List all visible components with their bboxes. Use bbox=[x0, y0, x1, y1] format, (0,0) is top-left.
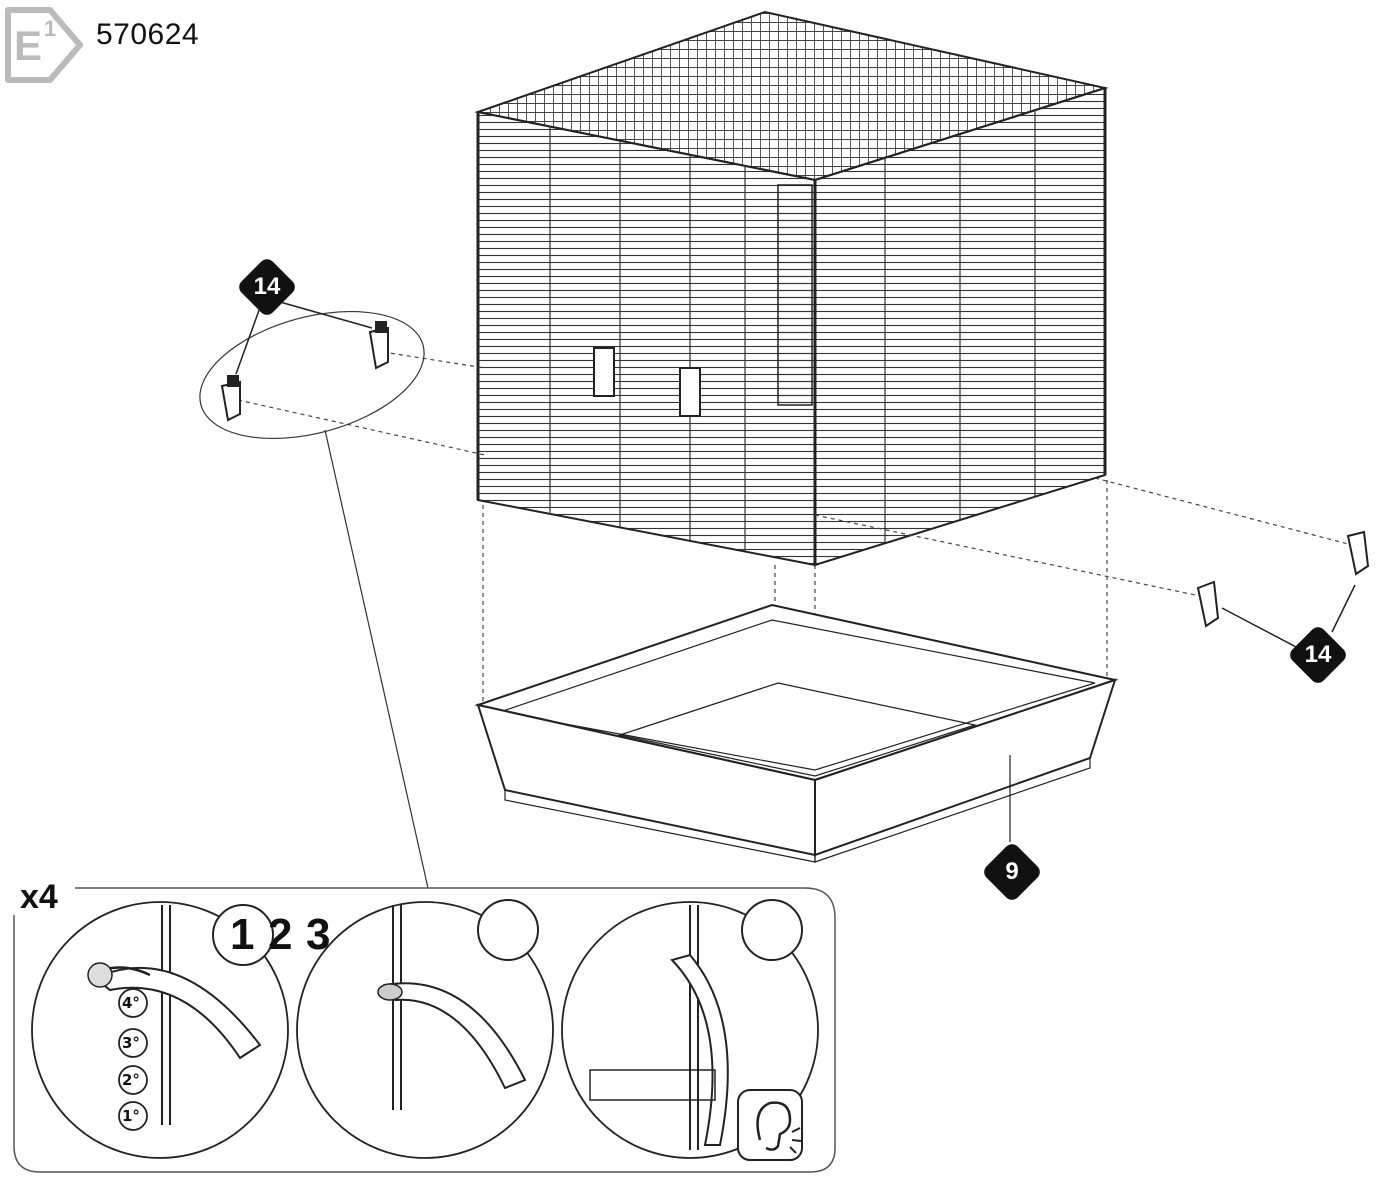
side-clip bbox=[220, 375, 241, 422]
step-number-3: 3 bbox=[306, 910, 331, 959]
clip-group-outline bbox=[199, 310, 425, 440]
badge-letter: E bbox=[14, 22, 42, 69]
cage-right-wall bbox=[814, 86, 1106, 567]
cage-door-latch bbox=[679, 367, 701, 417]
callout-diamond-14-left bbox=[239, 259, 295, 315]
step-number-1: 1 bbox=[230, 910, 255, 959]
detail-panel-frame bbox=[13, 887, 836, 1173]
step-marker-2 bbox=[477, 899, 539, 961]
position-label-2: 2° bbox=[122, 1071, 140, 1089]
edition-badge: E 1 bbox=[5, 7, 83, 83]
badge-superscript: 1 bbox=[44, 16, 56, 41]
position-label-1: 1° bbox=[122, 1107, 140, 1125]
base-tray bbox=[474, 603, 1119, 863]
cage-back-corner bbox=[777, 184, 813, 406]
step-number-2: 2 bbox=[268, 910, 293, 959]
product-code: 570624 bbox=[96, 18, 200, 51]
detail-step-2 bbox=[296, 901, 554, 1159]
side-clip bbox=[1346, 530, 1370, 576]
cage-door-latch bbox=[593, 347, 615, 397]
position-label-4: 4° bbox=[122, 994, 140, 1012]
step-marker-3 bbox=[741, 899, 803, 961]
position-label-3: 3° bbox=[122, 1034, 140, 1052]
cage-left-wall bbox=[477, 110, 816, 567]
step-marker-1 bbox=[212, 904, 274, 966]
callout-diamond-14-right bbox=[1290, 627, 1346, 683]
callout-diamond-9 bbox=[984, 844, 1040, 900]
side-clip bbox=[1196, 580, 1220, 628]
quantity-multiplier: x4 bbox=[20, 878, 58, 916]
detail-step-1 bbox=[31, 901, 289, 1159]
side-clip bbox=[368, 321, 389, 370]
ear-click-icon bbox=[737, 1089, 803, 1161]
